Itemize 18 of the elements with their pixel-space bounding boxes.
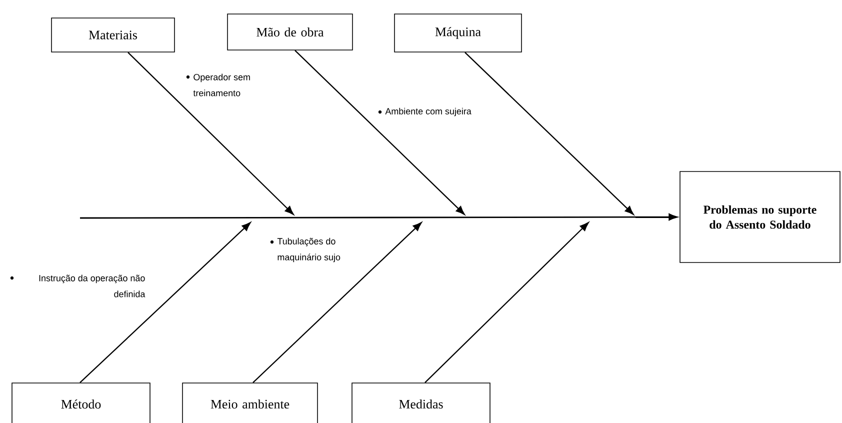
- cause-box: Materiais: [51, 18, 175, 52]
- cause-box: Meio ambiente: [182, 382, 318, 423]
- cause-box: Máquina: [394, 14, 522, 52]
- bone-arrow: [424, 222, 589, 384]
- cause-note: Tubulações do maquinário sujo: [277, 238, 340, 262]
- bone-arrow: [464, 52, 634, 215]
- bone-arrow: [252, 222, 422, 384]
- cause-note: Instrução da operação não definida: [39, 274, 146, 298]
- bone-arrow: [80, 222, 251, 384]
- bone-arrow: [128, 52, 294, 215]
- bone-arrow: [294, 50, 465, 215]
- cause-box: Mão de obra: [227, 14, 353, 50]
- problem-box: Problemas no suporte do Assento Soldado: [680, 171, 840, 263]
- cause-box: Método: [12, 382, 150, 423]
- spine-arrow: [80, 214, 678, 221]
- cause-note: Operador sem treinamento: [193, 74, 250, 96]
- cause-note: Ambiente com sujeira: [385, 108, 472, 116]
- cause-box: Medidas: [352, 382, 490, 423]
